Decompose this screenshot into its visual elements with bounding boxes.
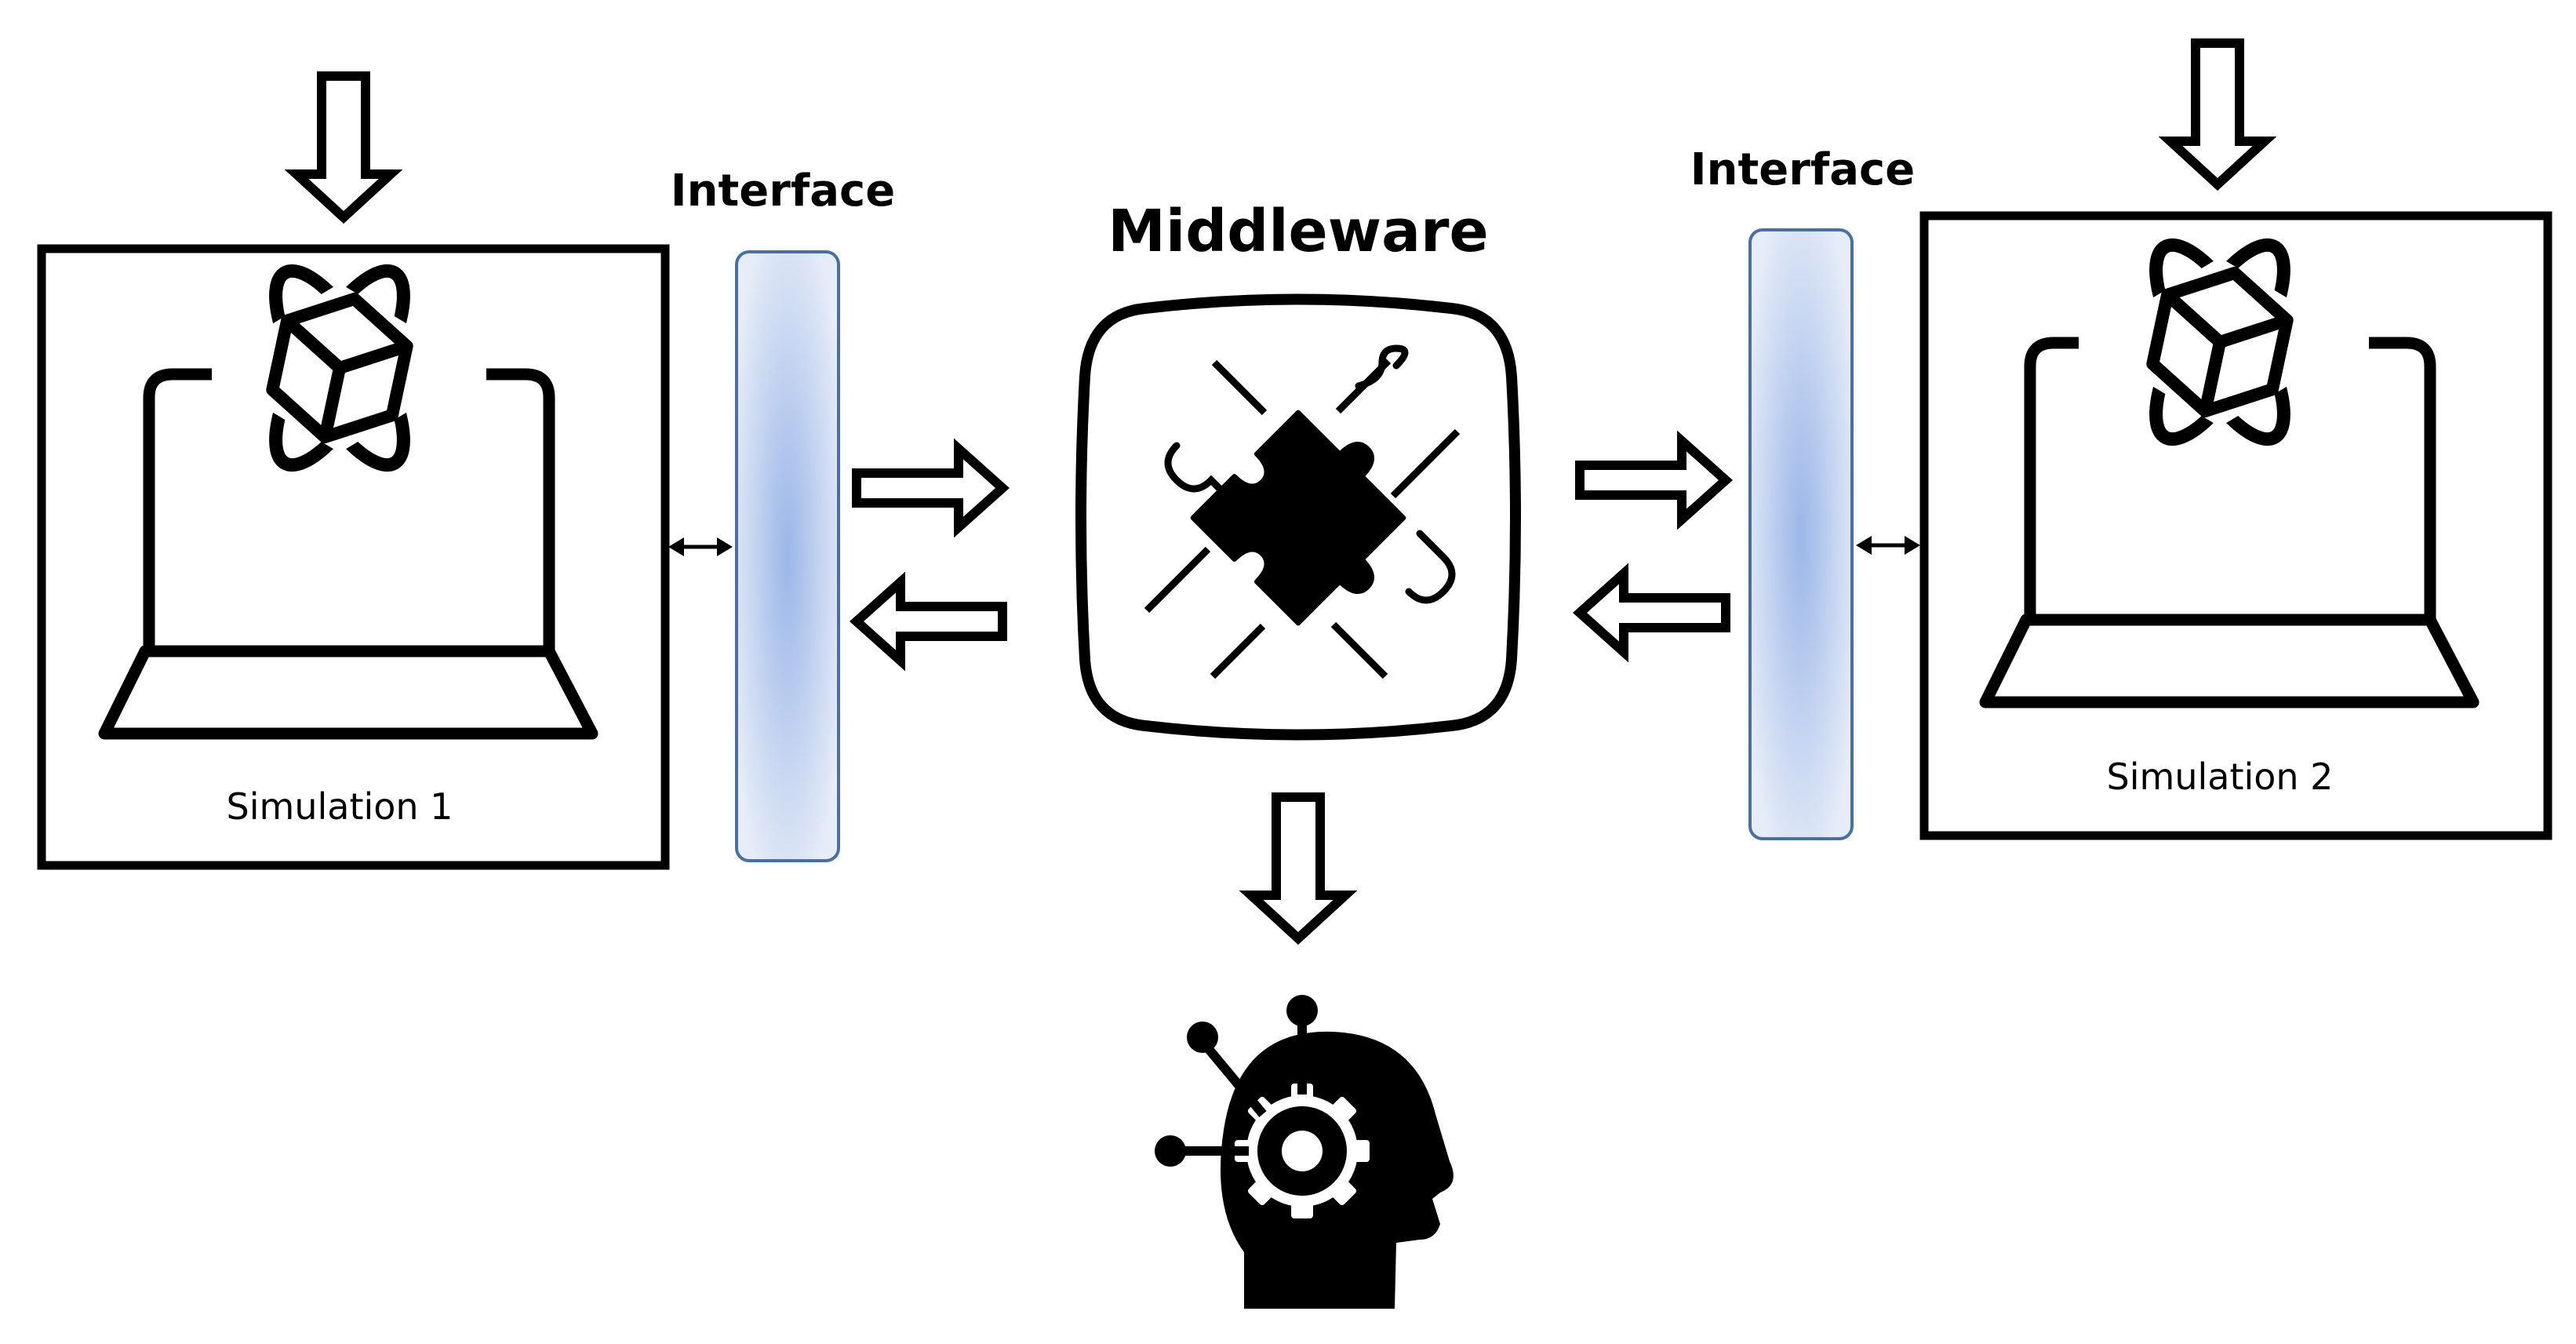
simulation-1-label: Simulation 1	[227, 785, 453, 828]
output-arrow	[1251, 797, 1345, 938]
right-interface-label: Interface	[1690, 144, 1915, 195]
interface-sim2-link-arrow	[1856, 536, 1920, 555]
left-interface-label: Interface	[671, 166, 895, 217]
left-interface: Interface	[671, 166, 895, 862]
simulation-2-block: Simulation 2	[1919, 43, 2552, 840]
simulation-2-label: Simulation 2	[2107, 756, 2334, 798]
input-arrow-1	[297, 76, 391, 217]
simulation-1-frame	[37, 244, 670, 870]
right-interface-bar	[1748, 228, 1854, 840]
head-gear-icon	[1155, 995, 1454, 1309]
laptop-cube-icon	[98, 254, 599, 740]
sim1-interface-link-arrow	[668, 537, 733, 556]
middleware-label: Middleware	[1108, 198, 1488, 265]
input-arrow-2	[2170, 43, 2265, 184]
arrow-from-interface-right	[1572, 563, 1730, 663]
arrow-from-middleware-left	[849, 571, 1007, 672]
middleware-block: Middleware	[1075, 198, 1521, 741]
arrow-to-interface-right	[1575, 430, 1734, 530]
simulation-1-block: Simulation 1	[37, 76, 670, 870]
arrow-to-middleware-left	[852, 438, 1010, 538]
left-interface-bar	[735, 250, 840, 862]
right-interface: Interface	[1690, 144, 1915, 840]
puzzle-icon	[1144, 344, 1461, 679]
simulation-2-frame	[1919, 211, 2552, 840]
laptop-cube-icon	[1979, 228, 2480, 708]
